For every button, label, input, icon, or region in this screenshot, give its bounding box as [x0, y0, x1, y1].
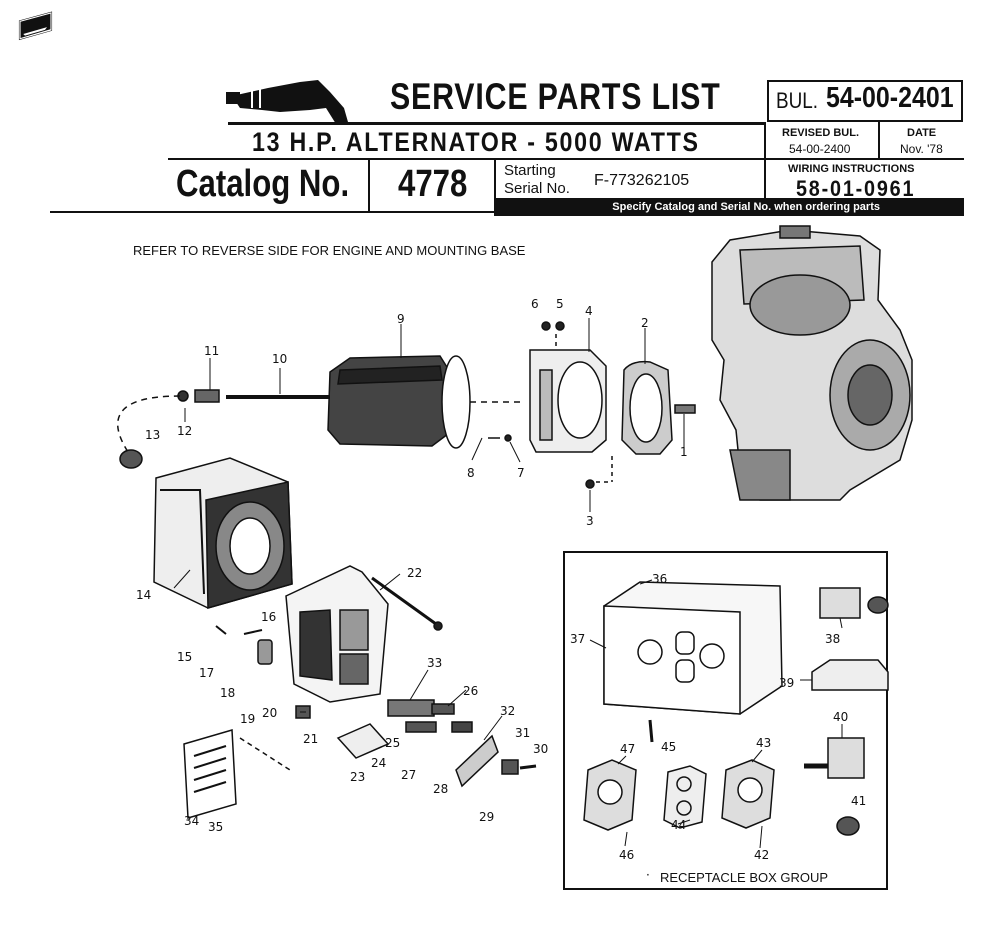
- callout-3: 3: [586, 514, 594, 528]
- callout-35: 35: [208, 820, 224, 834]
- header-divider-1: [368, 158, 370, 212]
- wiring-label: WIRING INSTRUCTIONS: [788, 163, 915, 175]
- callout-20: 20: [262, 706, 278, 720]
- date-label: DATE: [907, 127, 937, 139]
- callout-40: 40: [833, 710, 849, 724]
- receptacles: [583, 759, 775, 831]
- header-rule-bottom: [50, 211, 496, 213]
- callout-44: 44: [671, 818, 687, 832]
- receptacle-box: [603, 581, 783, 715]
- callout-28: 28: [433, 782, 449, 796]
- callout-21: 21: [303, 732, 319, 746]
- callout-27: 27: [401, 768, 417, 782]
- header-divider-2: [494, 158, 496, 216]
- callout-42: 42: [754, 848, 770, 862]
- refer-note: REFER TO REVERSE SIDE FOR ENGINE AND MOU…: [133, 243, 526, 258]
- header-divider-3: [764, 122, 766, 198]
- callout-19: 19: [240, 712, 256, 726]
- service-parts-title: SERVICE PARTS LIST: [390, 76, 721, 117]
- revised-label: REVISED BUL.: [782, 127, 860, 139]
- bulletin-label: BUL.: [776, 88, 819, 113]
- header-rule-mid: [168, 158, 964, 160]
- callout-30: 30: [533, 742, 549, 756]
- callout-24: 24: [371, 756, 387, 770]
- callout-14: 14: [136, 588, 152, 602]
- wiring-value: 58-01-0961: [796, 176, 916, 201]
- callout-18: 18: [220, 686, 236, 700]
- catalog-label: Catalog No.: [176, 163, 350, 205]
- callout-11: 11: [204, 344, 220, 358]
- callout-46: 46: [619, 848, 635, 862]
- bearing-ring: [621, 360, 673, 455]
- callout-9: 9: [397, 312, 405, 326]
- callout-39: 39: [779, 676, 795, 690]
- callout-8: 8: [467, 466, 475, 480]
- callout-29: 29: [479, 810, 495, 824]
- receptacle-box-frame: [563, 551, 888, 890]
- callout-23: 23: [350, 770, 366, 784]
- control-housing: [285, 565, 389, 703]
- end-bell: [529, 349, 607, 453]
- serial-label: Serial No.: [504, 180, 570, 197]
- callout-34: 34: [184, 814, 200, 828]
- callout-36: 36: [652, 572, 668, 586]
- bulletin-box: [767, 80, 963, 122]
- callout-38: 38: [825, 632, 841, 646]
- callout-13: 13: [145, 428, 161, 442]
- starting-label: Starting: [504, 162, 556, 179]
- callout-17: 17: [199, 666, 215, 680]
- callout-1: 1: [680, 445, 688, 459]
- callout-47: 47: [620, 742, 636, 756]
- date-value: Nov. '78: [900, 142, 943, 156]
- callout-7: 7: [517, 466, 525, 480]
- callout-43: 43: [756, 736, 772, 750]
- callout-37: 37: [570, 632, 586, 646]
- bullet-mark: ·: [646, 868, 650, 882]
- callout-41: 41: [851, 794, 867, 808]
- callout-45: 45: [661, 740, 677, 754]
- callout-22: 22: [407, 566, 423, 580]
- callout-5: 5: [556, 297, 564, 311]
- callout-6: 6: [531, 297, 539, 311]
- callout-10: 10: [272, 352, 288, 366]
- serial-number: F-773262105: [594, 172, 690, 189]
- callout-2: 2: [641, 316, 649, 330]
- callout-16: 16: [261, 610, 277, 624]
- callout-12: 12: [177, 424, 193, 438]
- receptacle-group-label: RECEPTACLE BOX GROUP: [660, 870, 829, 885]
- stator-housing: [153, 457, 293, 609]
- bulletin-number: 54-00-2401: [826, 82, 954, 114]
- callout-26: 26: [463, 684, 479, 698]
- callout-4: 4: [585, 304, 593, 318]
- callout-15: 15: [177, 650, 193, 664]
- alternator-subtitle: 13 H.P. ALTERNATOR - 5000 WATTS: [252, 127, 700, 157]
- milwaukee-logo: [18, 11, 53, 41]
- callout-25: 25: [385, 736, 401, 750]
- callout-33: 33: [427, 656, 443, 670]
- engine-illustration: [711, 225, 913, 501]
- revised-value: 54-00-2400: [789, 142, 851, 156]
- header-rule-top: [228, 122, 764, 125]
- catalog-number: 4778: [398, 163, 468, 205]
- order-note-bar: Specify Catalog and Serial No. when orde…: [496, 198, 964, 216]
- rotor: [327, 355, 471, 449]
- callout-32: 32: [500, 704, 516, 718]
- callout-31: 31: [515, 726, 531, 740]
- header-divider-4: [878, 122, 880, 158]
